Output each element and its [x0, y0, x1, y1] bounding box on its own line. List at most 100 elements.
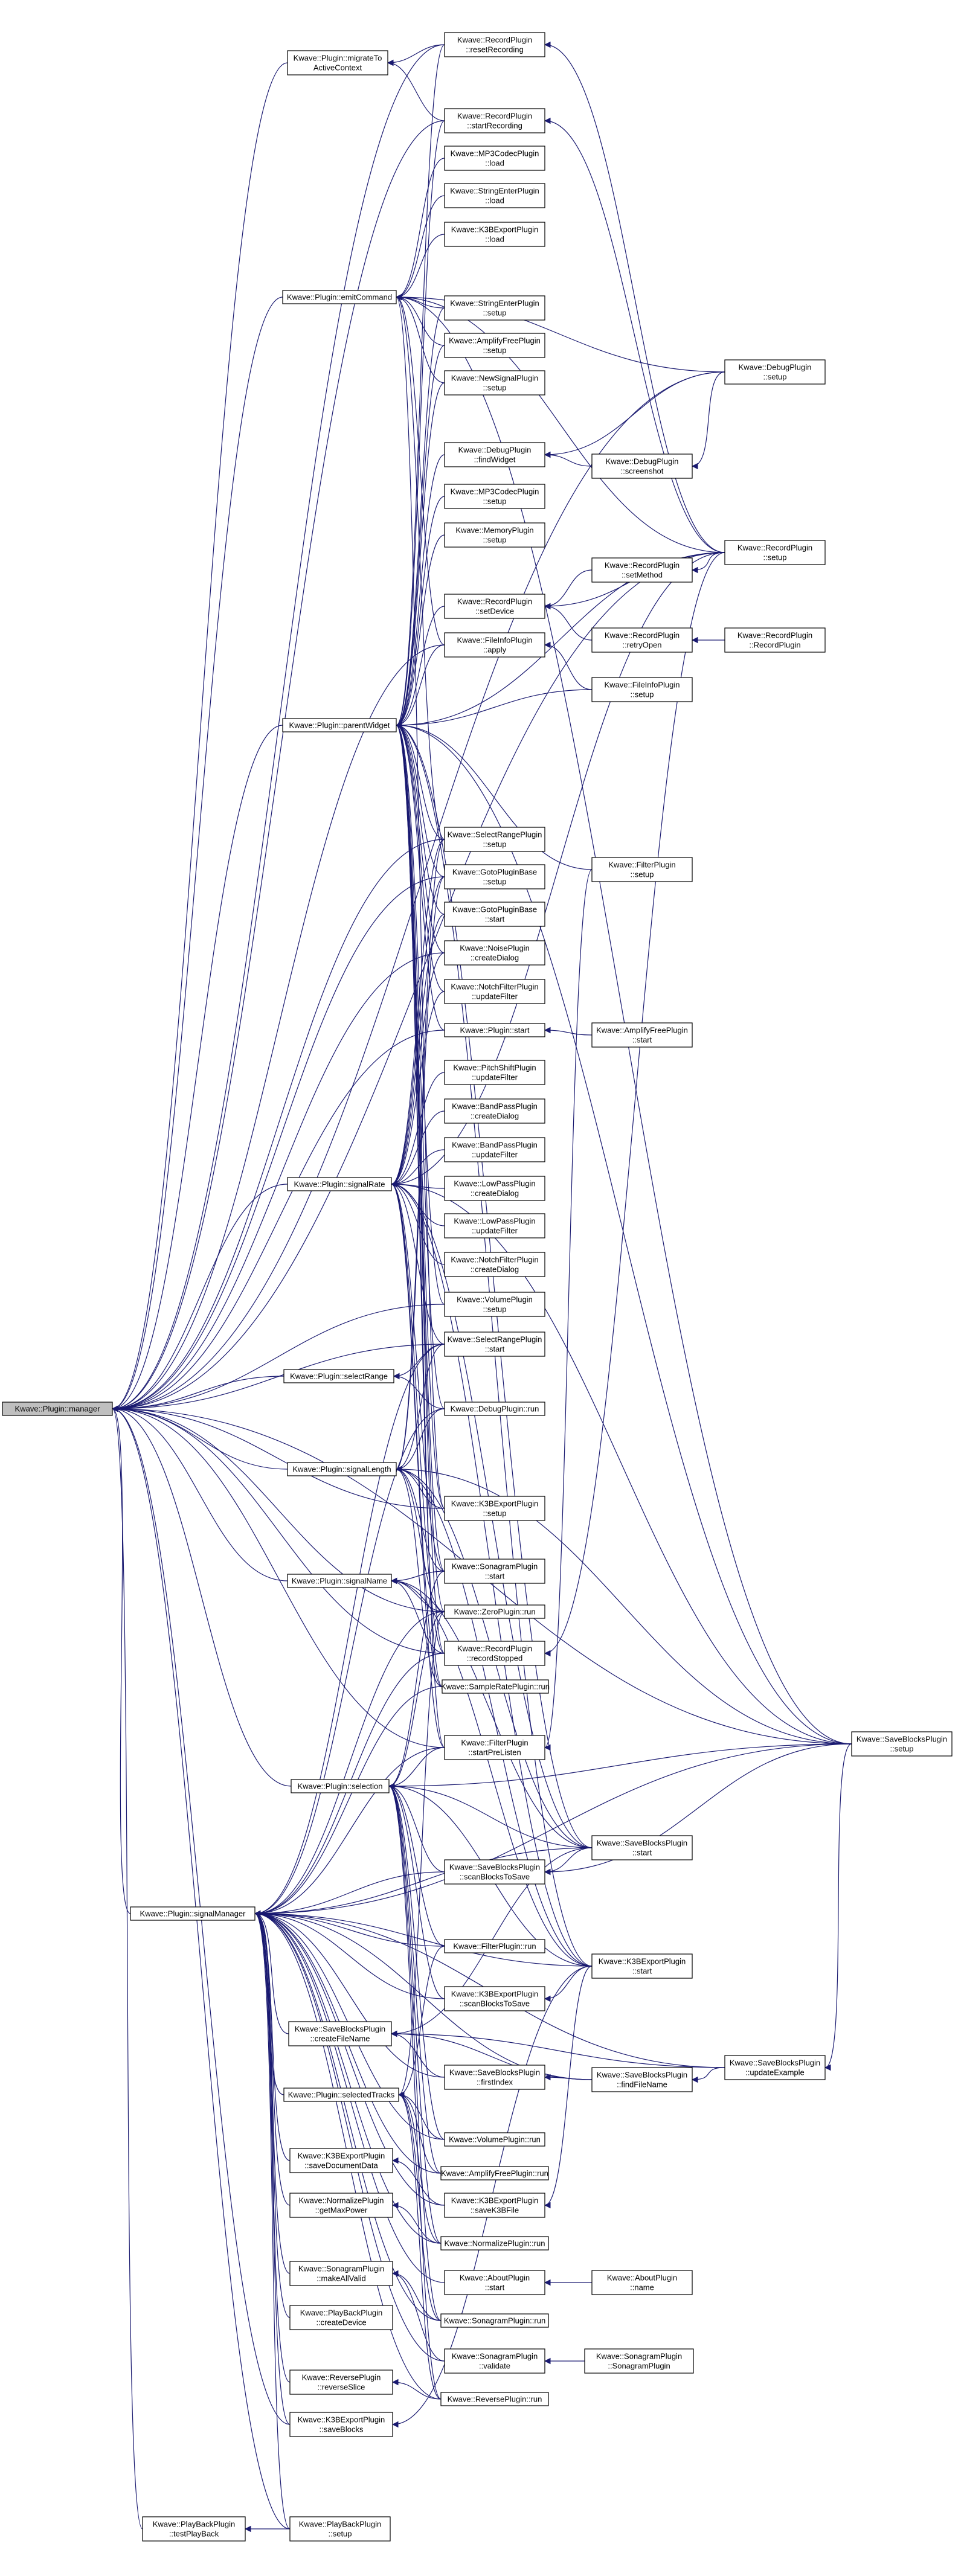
node-gotoSetup[interactable]: Kwave::GotoPluginBase::setup: [444, 864, 545, 889]
node-recStopped[interactable]: Kwave::RecordPlugin::recordStopped: [444, 1641, 545, 1666]
edge-signalManager-to-manager: [111, 1405, 131, 1914]
node-ampRun[interactable]: Kwave::AmplifyFreePlugin::run: [440, 2166, 549, 2180]
edge-k3bStart-to-signalLength: [395, 1466, 593, 1967]
node-signalManager[interactable]: Kwave::Plugin::signalManager: [130, 1906, 255, 1921]
node-createDevice[interactable]: Kwave::PlayBackPlugin::createDevice: [289, 2305, 393, 2330]
node-signalRate[interactable]: Kwave::Plugin::signalRate: [287, 1177, 392, 1191]
node-pitchUpd[interactable]: Kwave::PitchShiftPlugin::updateFilter: [444, 1060, 545, 1085]
node-getMaxPower[interactable]: Kwave::NormalizePlugin::getMaxPower: [289, 2193, 393, 2218]
node-box-scanSave: [444, 1859, 545, 1885]
node-srStart[interactable]: Kwave::SelectRangePlugin::start: [444, 1331, 545, 1357]
node-emitCommand[interactable]: Kwave::Plugin::emitCommand: [282, 290, 397, 304]
node-findFile[interactable]: Kwave::SaveBlocksPlugin::findFileName: [591, 2067, 693, 2092]
node-notchDlg[interactable]: Kwave::NotchFilterPlugin::createDialog: [444, 1252, 545, 1277]
node-findWidget[interactable]: Kwave::DebugPlugin::findWidget: [444, 442, 545, 467]
node-reverseSlice[interactable]: Kwave::ReversePlugin::reverseSlice: [289, 2369, 393, 2395]
node-bpDlg[interactable]: Kwave::BandPassPlugin::createDialog: [444, 1098, 545, 1124]
node-selectedTracks[interactable]: Kwave::Plugin::selectedTracks: [283, 2087, 399, 2102]
node-k3bStart[interactable]: Kwave::K3BExportPlugin::start: [591, 1953, 693, 1979]
node-saveDocumentData[interactable]: Kwave::K3BExportPlugin::saveDocumentData: [289, 2148, 393, 2173]
node-pluginStart[interactable]: Kwave::Plugin::start: [444, 1023, 545, 1037]
node-saveK3B[interactable]: Kwave::K3BExportPlugin::saveK3BFile: [444, 2193, 545, 2218]
node-box-ampRun: [440, 2166, 549, 2180]
node-signalName[interactable]: Kwave::Plugin::signalName: [287, 1574, 392, 1588]
node-lpDlg[interactable]: Kwave::LowPassPlugin::createDialog: [444, 1176, 545, 1201]
node-retryOpen[interactable]: Kwave::RecordPlugin::retryOpen: [591, 627, 693, 653]
node-sbStart[interactable]: Kwave::SaveBlocksPlugin::start: [591, 1835, 693, 1860]
node-recCtor[interactable]: Kwave::RecordPlugin::RecordPlugin: [724, 627, 826, 653]
node-screenshot[interactable]: Kwave::DebugPlugin::screenshot: [591, 453, 693, 479]
node-k3bSetup[interactable]: Kwave::K3BExportPlugin::setup: [444, 1496, 545, 1521]
node-selection[interactable]: Kwave::Plugin::selection: [291, 1779, 390, 1793]
node-fiSetup[interactable]: Kwave::FileInfoPlugin::setup: [591, 677, 693, 702]
node-signalLength[interactable]: Kwave::Plugin::signalLength: [287, 1462, 397, 1476]
node-parentWidget[interactable]: Kwave::Plugin::parentWidget: [282, 718, 397, 732]
node-volSetup[interactable]: Kwave::VolumePlugin::setup: [444, 1292, 545, 1317]
node-label-findFile-0: Kwave::SaveBlocksPlugin: [597, 2071, 687, 2080]
node-makeAllValid[interactable]: Kwave::SonagramPlugin::makeAllValid: [289, 2261, 393, 2286]
edge-noiseDlg-to-manager: [111, 952, 445, 1412]
node-debugSetup[interactable]: Kwave::DebugPlugin::setup: [724, 359, 826, 385]
node-srSetup[interactable]: Kwave::SelectRangePlugin::setup: [444, 827, 545, 852]
node-testPlayBack[interactable]: Kwave::PlayBackPlugin::testPlayBack: [142, 2516, 246, 2542]
node-zeroRun[interactable]: Kwave::ZeroPlugin::run: [444, 1604, 545, 1619]
node-filterRun[interactable]: Kwave::FilterPlugin::run: [444, 1939, 545, 1953]
node-filterSetup[interactable]: Kwave::FilterPlugin::setup: [591, 857, 693, 882]
node-label-sonValidate-0: Kwave::SonagramPlugin: [452, 2352, 538, 2361]
node-setDevice[interactable]: Kwave::RecordPlugin::setDevice: [444, 594, 545, 619]
node-mp3Setup[interactable]: Kwave::MP3CodecPlugin::setup: [444, 484, 545, 509]
node-ampSetup[interactable]: Kwave::AmplifyFreePlugin::setup: [444, 333, 545, 358]
node-gotoStart[interactable]: Kwave::GotoPluginBase::start: [444, 902, 545, 927]
node-k3bLoad[interactable]: Kwave::K3BExportPlugin::load: [444, 222, 545, 247]
node-updExample[interactable]: Kwave::SaveBlocksPlugin::updateExample: [724, 2055, 826, 2080]
node-sonCtor[interactable]: Kwave::SonagramPlugin::SonagramPlugin: [584, 2348, 694, 2374]
node-revRun[interactable]: Kwave::ReversePlugin::run: [440, 2392, 549, 2406]
node-noiseDlg[interactable]: Kwave::NoisePlugin::createDialog: [444, 940, 545, 966]
node-label-createDevice-1: ::createDevice: [316, 2318, 366, 2327]
node-setMethod[interactable]: Kwave::RecordPlugin::setMethod: [591, 557, 693, 583]
node-newSigSetup[interactable]: Kwave::NewSignalPlugin::setup: [444, 370, 545, 396]
node-label-mp3Load-1: ::load: [485, 159, 504, 168]
node-aboutStart[interactable]: Kwave::AboutPlugin::start: [444, 2270, 545, 2295]
node-firstIndex[interactable]: Kwave::SaveBlocksPlugin::firstIndex: [444, 2065, 545, 2090]
edge-filterSetup-to-parentWidget: [395, 722, 593, 870]
node-createFileName[interactable]: Kwave::SaveBlocksPlugin::createFileName: [288, 2021, 392, 2046]
node-pbSetup[interactable]: Kwave::PlayBackPlugin::setup: [289, 2516, 391, 2542]
node-ampStart[interactable]: Kwave::AmplifyFreePlugin::start: [591, 1022, 693, 1048]
node-manager[interactable]: Kwave::Plugin::manager: [2, 1402, 113, 1416]
node-recSetup[interactable]: Kwave::RecordPlugin::setup: [724, 540, 826, 565]
node-scanSave[interactable]: Kwave::SaveBlocksPlugin::scanBlocksToSav…: [444, 1859, 545, 1885]
node-k3bScan[interactable]: Kwave::K3BExportPlugin::scanBlocksToSave: [444, 1986, 545, 2011]
node-notchUpd[interactable]: Kwave::NotchFilterPlugin::updateFilter: [444, 979, 545, 1004]
node-mp3Load[interactable]: Kwave::MP3CodecPlugin::load: [444, 146, 545, 171]
node-memSetup[interactable]: Kwave::MemoryPlugin::setup: [444, 522, 545, 548]
node-sonStart[interactable]: Kwave::SonagramPlugin::start: [444, 1559, 545, 1584]
node-label-strSetup-1: ::setup: [483, 309, 506, 318]
edge-firstIndex-to-signalManager: [254, 1910, 445, 2078]
node-strLoad[interactable]: Kwave::StringEnterPlugin::load: [444, 183, 545, 208]
node-sonValidate[interactable]: Kwave::SonagramPlugin::validate: [444, 2348, 545, 2374]
node-strSetup[interactable]: Kwave::StringEnterPlugin::setup: [444, 295, 545, 321]
node-volRun[interactable]: Kwave::VolumePlugin::run: [444, 2132, 545, 2147]
node-sonRun[interactable]: Kwave::SonagramPlugin::run: [440, 2313, 549, 2328]
node-label-bpDlg-1: ::createDialog: [471, 1112, 519, 1121]
node-startRecording[interactable]: Kwave::RecordPlugin::startRecording: [444, 108, 545, 133]
node-debugRun[interactable]: Kwave::DebugPlugin::run: [444, 1402, 545, 1416]
edge-debugRun-to-parentWidget: [395, 722, 445, 1409]
node-sbSetup[interactable]: Kwave::SaveBlocksPlugin::setup: [851, 1731, 953, 1757]
node-label-ampRun-0: Kwave::AmplifyFreePlugin::run: [441, 2169, 548, 2178]
node-lpUpd[interactable]: Kwave::LowPassPlugin::updateFilter: [444, 1213, 545, 1238]
node-label-k3bStart-0: Kwave::K3BExportPlugin: [599, 1957, 686, 1966]
node-label-reverseSlice-1: ::reverseSlice: [318, 2383, 365, 2392]
node-startPre[interactable]: Kwave::FilterPlugin::startPreListen: [444, 1735, 545, 1760]
node-aboutName[interactable]: Kwave::AboutPlugin::name: [591, 2270, 693, 2295]
node-resetRecording[interactable]: Kwave::RecordPlugin::resetRecording: [444, 32, 545, 57]
node-box-firstIndex: [444, 2065, 545, 2090]
node-fiApply[interactable]: Kwave::FileInfoPlugin::apply: [444, 632, 545, 658]
node-selectRange[interactable]: Kwave::Plugin::selectRange: [283, 1369, 394, 1383]
node-sampleRun[interactable]: Kwave::SampleRatePlugin::run: [441, 1679, 550, 1694]
node-bpUpd[interactable]: Kwave::BandPassPlugin::updateFilter: [444, 1137, 545, 1162]
node-normRun[interactable]: Kwave::NormalizePlugin::run: [440, 2236, 549, 2251]
node-saveBlocks[interactable]: Kwave::K3BExportPlugin::saveBlocks: [289, 2412, 393, 2437]
